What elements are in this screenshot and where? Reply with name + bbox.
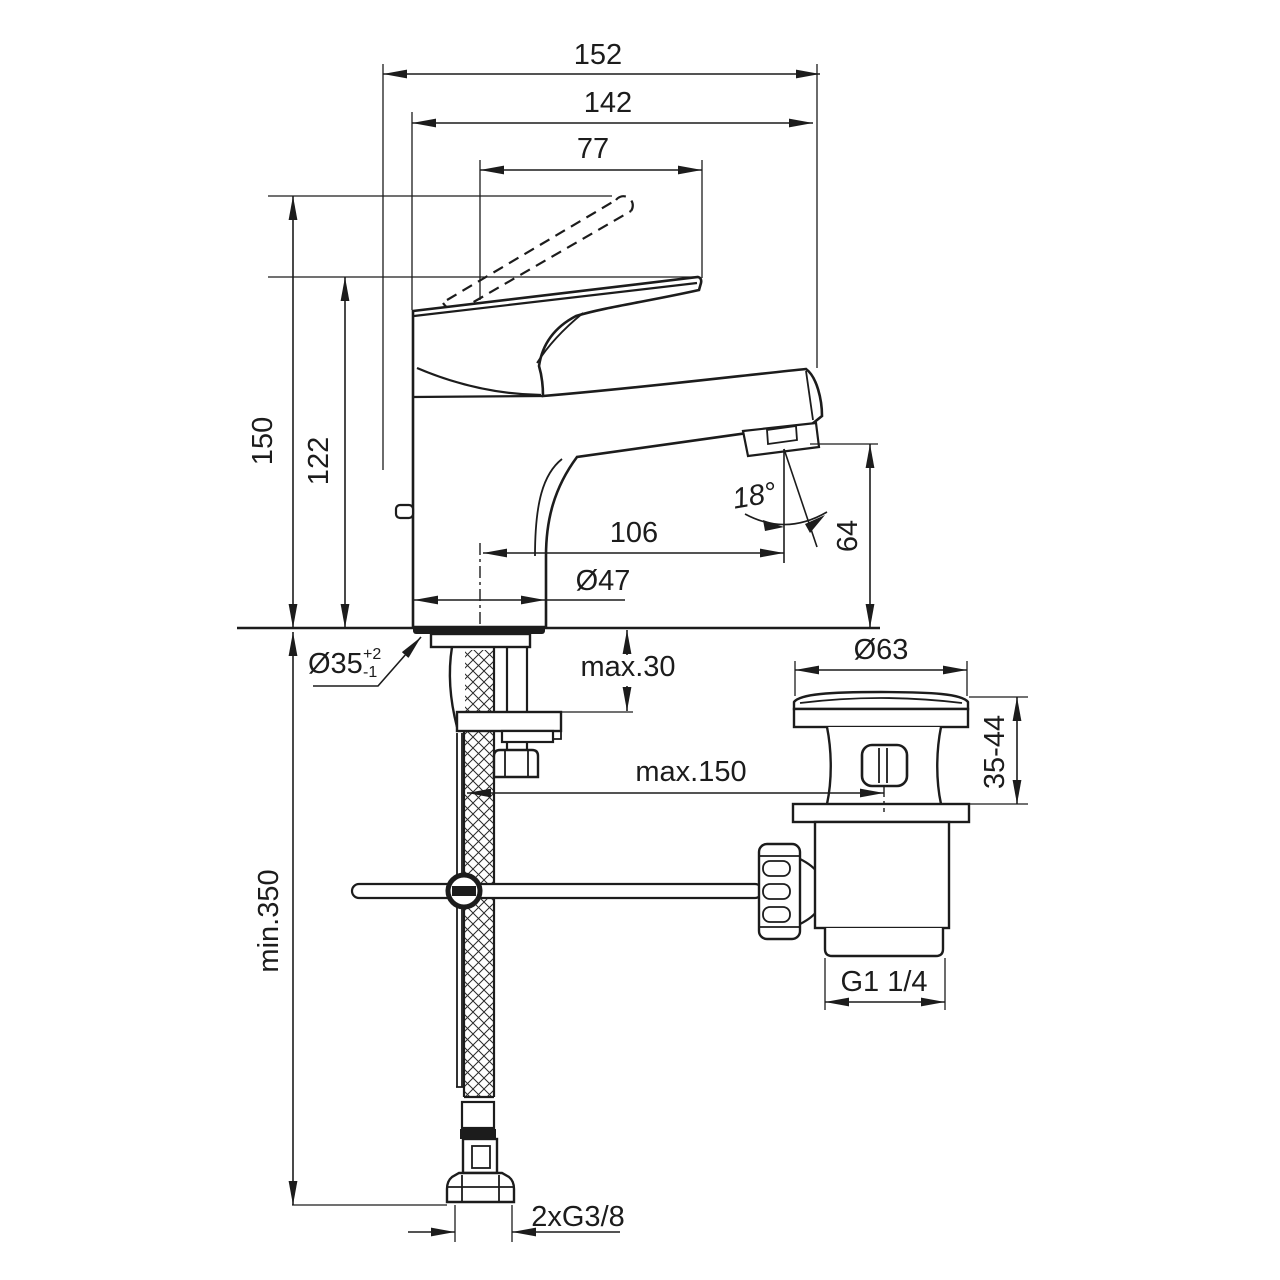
handle-side-pin [394, 503, 415, 520]
dim-label: Ø63 [854, 634, 909, 666]
dim-label: 106 [610, 517, 658, 549]
hose-ferrule [460, 1129, 496, 1139]
cartridge-dome-curve [416, 366, 542, 397]
dim-label: max.30 [580, 651, 675, 683]
spout-tip-edge [805, 370, 814, 421]
dim-label: max.150 [635, 756, 746, 788]
dim-waste-install-depth: 35-44 [979, 697, 1022, 804]
dim-mounting-hole: Ø35 +2 -1 [308, 636, 422, 687]
waste-body-waist [825, 726, 943, 805]
knurl-slot [762, 860, 791, 877]
lever-underside-curve [536, 312, 584, 364]
aerator-screen [766, 424, 798, 446]
spout-blend-curve [534, 458, 563, 557]
dim-label: Ø35 [308, 648, 363, 680]
extension-lines [268, 64, 1028, 1242]
dim-tolerance-minus: -1 [363, 664, 377, 681]
hose-fitting-window [471, 1145, 491, 1169]
waste-tailpiece [813, 820, 951, 930]
dim-label: 2xG3/8 [531, 1201, 625, 1233]
waste-linkage [350, 842, 825, 941]
dim-label: G1 1/4 [840, 966, 927, 998]
dim-spout-to-back: 142 [412, 87, 813, 128]
mounting-washer [455, 710, 563, 733]
dim-height-handle-down: 122 [303, 277, 350, 628]
dim-height-handle-raised: 150 [247, 196, 298, 628]
joint-screw-slot [452, 886, 476, 896]
dim-hose-min-length: min.350 [253, 632, 298, 1205]
dim-deck-thickness: max.30 [580, 630, 676, 711]
dim-tolerance-plus: +2 [363, 646, 381, 663]
dim-outlet-height: 64 [832, 444, 875, 628]
dim-waste-thread: G1 1/4 [825, 966, 945, 1007]
dim-overall-width: 152 [383, 39, 820, 79]
waste-lower-flange [791, 802, 971, 824]
dim-label: 142 [584, 87, 632, 119]
dim-spout-angle: 18° [730, 448, 828, 563]
knurl-slot [762, 883, 791, 900]
dim-spout-reach: 106 [483, 517, 784, 558]
dim-label: 18° [730, 477, 779, 516]
dim-label: 122 [303, 437, 335, 485]
pull-rod [456, 733, 463, 1088]
dim-label: min.350 [253, 869, 285, 972]
waste-flange [792, 707, 970, 729]
faucet-body-outline [411, 275, 824, 629]
cartridge-dome-line [412, 394, 544, 399]
pop-up-waste [791, 690, 971, 958]
dim-label: 150 [247, 417, 279, 465]
washer-hook [551, 731, 562, 740]
waste-lever-slot [860, 743, 909, 788]
base-collar [429, 632, 532, 649]
horizontal-rod [350, 882, 764, 900]
waste-plug-cap [792, 690, 970, 711]
mounting-nut [492, 748, 540, 779]
dim-label: 77 [577, 133, 609, 165]
knurl-slot [762, 906, 791, 923]
faucet [394, 195, 824, 634]
hose-braid-lower [460, 1100, 496, 1130]
dim-label: 64 [832, 520, 864, 552]
dim-label: 35-44 [979, 715, 1011, 789]
dim-waste-flange-diameter: Ø63 [795, 634, 967, 675]
mounting-shank [505, 647, 529, 750]
lever-top-face-line [413, 281, 698, 318]
dim-supply-connection: 2xG3/8 [408, 1201, 625, 1237]
waste-thread-section [823, 928, 945, 958]
dim-base-diameter: Ø47 [414, 565, 631, 605]
dim-handle-length: 77 [480, 133, 702, 175]
dimension-annotations: 152 142 77 150 122 min.350 64 [237, 39, 1028, 1242]
under-deck-assembly [429, 632, 563, 1204]
dim-rod-reach: max.150 [467, 756, 884, 798]
dim-label: Ø47 [576, 565, 631, 597]
dim-label: 152 [574, 39, 622, 71]
mounting-bracket [500, 729, 555, 744]
